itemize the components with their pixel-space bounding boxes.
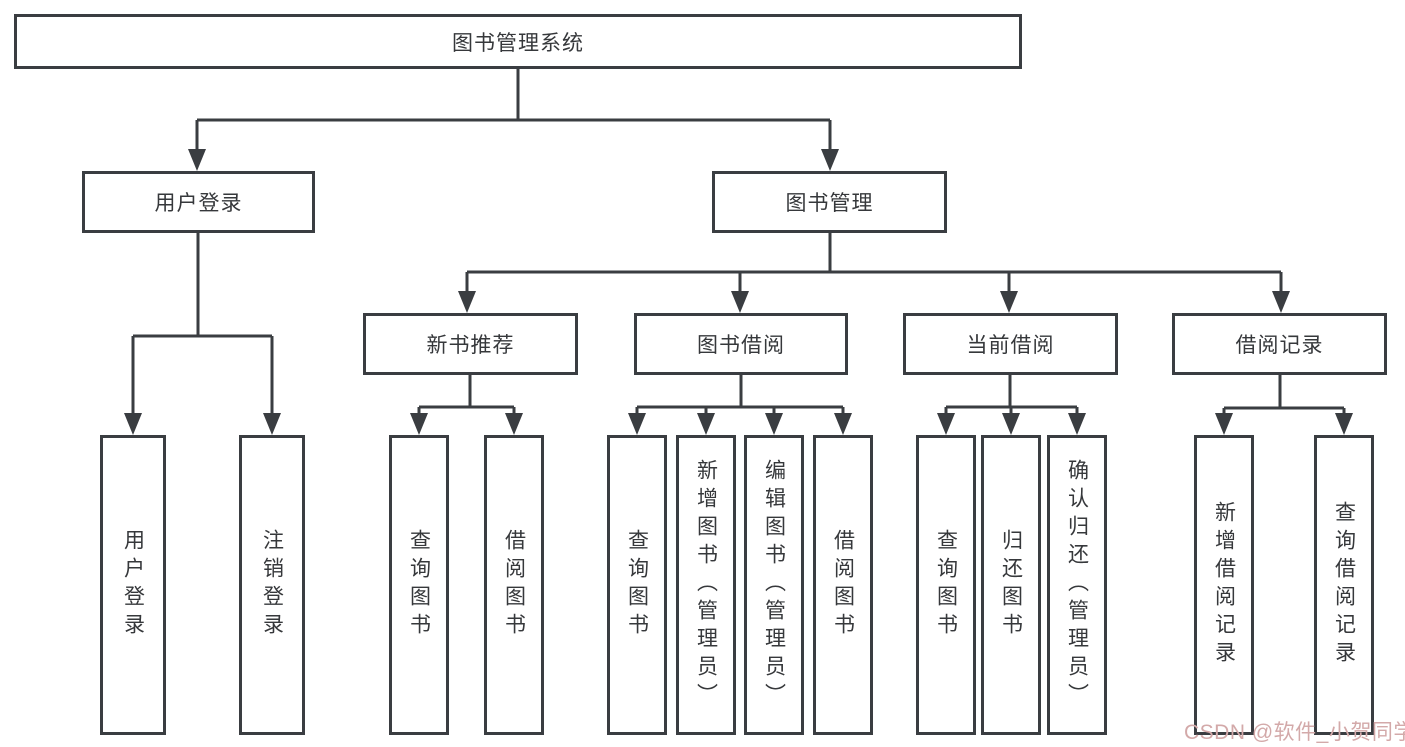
node-add-borrow-record-label: 新增借阅记录 (1212, 501, 1236, 669)
arrowheads (124, 149, 1353, 435)
node-borrowing-records: 借阅记录 (1172, 313, 1387, 375)
node-book-borrowing: 图书借阅 (634, 313, 848, 375)
node-borrow-books-recommend: 借阅图书 (484, 435, 544, 735)
node-current-borrowing: 当前借阅 (903, 313, 1118, 375)
node-book-management: 图书管理 (712, 171, 947, 233)
node-add-books-admin: 新增图书（管理员） (676, 435, 736, 735)
node-new-book-recommendation-label: 新书推荐 (426, 334, 515, 357)
node-query-books-recommend: 查询图书 (389, 435, 449, 735)
node-user-login-group: 用户登录 (82, 171, 315, 233)
node-borrow-books: 借阅图书 (813, 435, 873, 735)
node-confirm-return-admin-label: 确认归还（管理员） (1065, 459, 1089, 711)
node-current-borrowing-label: 当前借阅 (966, 334, 1055, 357)
node-query-books-borrow: 查询图书 (607, 435, 667, 735)
node-user-login: 用户登录 (100, 435, 166, 735)
node-query-books-current-label: 查询图书 (934, 529, 958, 641)
node-edit-books-admin: 编辑图书（管理员） (744, 435, 804, 735)
node-confirm-return-admin: 确认归还（管理员） (1047, 435, 1107, 735)
node-logout: 注销登录 (239, 435, 305, 735)
node-query-books-current: 查询图书 (916, 435, 976, 735)
node-new-book-recommendation: 新书推荐 (363, 313, 578, 375)
node-book-borrowing-label: 图书借阅 (697, 334, 785, 357)
node-user-login-group-label: 用户登录 (154, 192, 243, 215)
node-query-borrow-record: 查询借阅记录 (1314, 435, 1374, 735)
node-query-books-borrow-label: 查询图书 (625, 529, 649, 641)
node-query-books-recommend-label: 查询图书 (407, 529, 431, 641)
node-root: 图书管理系统 (14, 14, 1022, 69)
node-add-books-admin-label: 新增图书（管理员） (694, 459, 718, 711)
node-return-books: 归还图书 (981, 435, 1041, 735)
csdn-watermark: CSDN @软件_小贺同学 (1184, 721, 1405, 744)
node-borrowing-records-label: 借阅记录 (1235, 334, 1324, 357)
node-query-borrow-record-label: 查询借阅记录 (1332, 501, 1356, 669)
node-book-management-label: 图书管理 (785, 192, 874, 215)
node-borrow-books-recommend-label: 借阅图书 (502, 529, 526, 641)
node-root-label: 图书管理系统 (452, 31, 584, 55)
node-logout-label: 注销登录 (260, 529, 284, 641)
node-return-books-label: 归还图书 (999, 529, 1023, 641)
node-user-login-label: 用户登录 (121, 529, 145, 641)
node-add-borrow-record: 新增借阅记录 (1194, 435, 1254, 735)
node-borrow-books-label: 借阅图书 (831, 529, 855, 641)
node-edit-books-admin-label: 编辑图书（管理员） (762, 459, 786, 711)
